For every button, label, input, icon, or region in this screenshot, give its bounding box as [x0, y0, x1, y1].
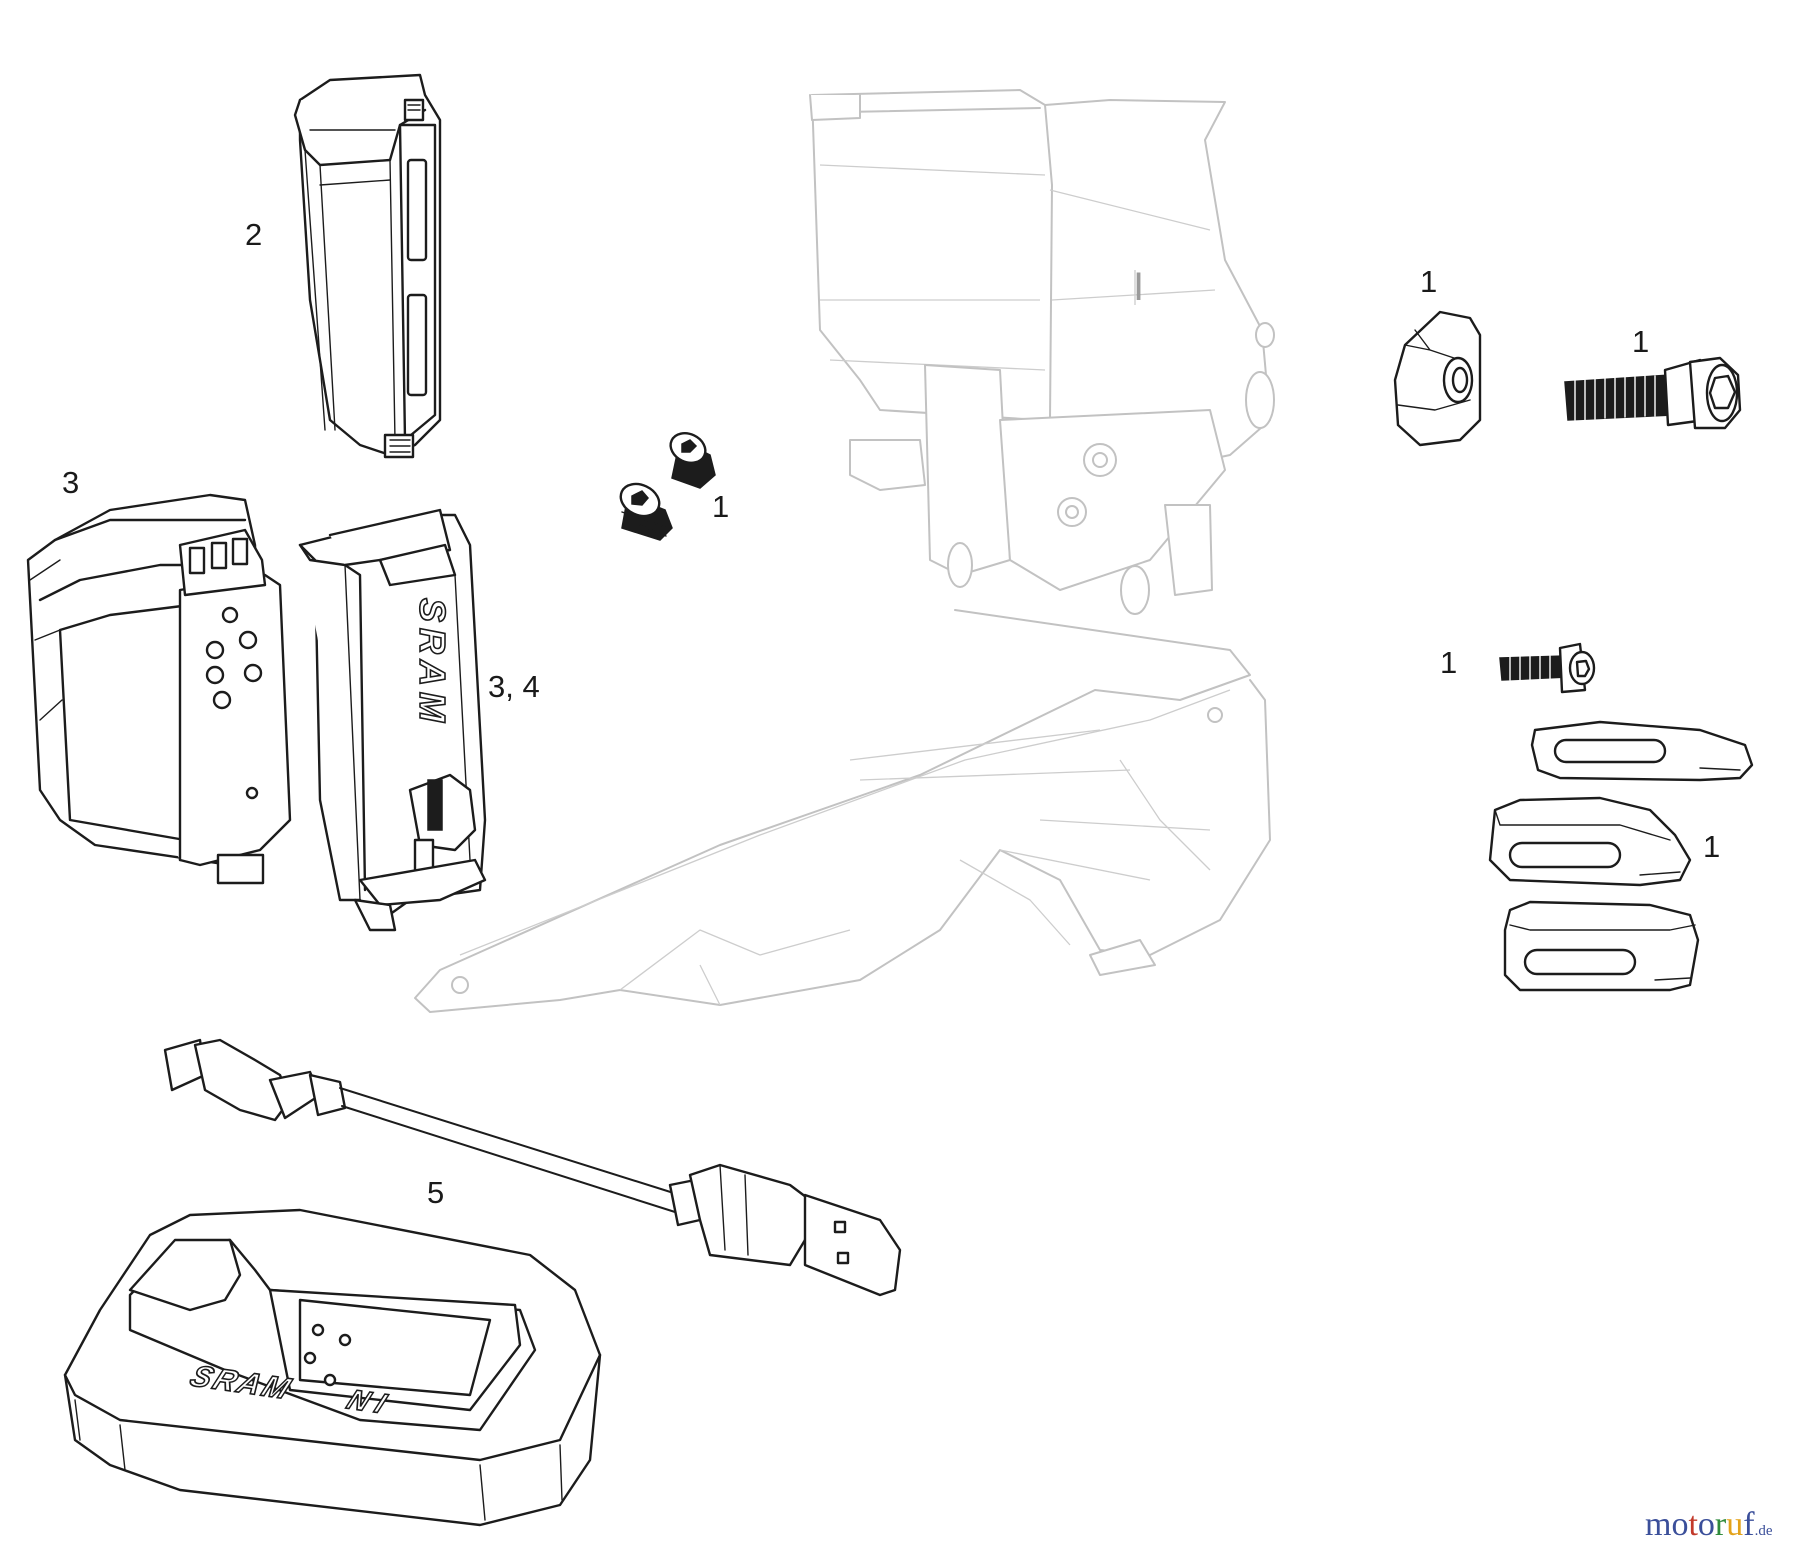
callout-washer: 1: [1420, 264, 1437, 299]
callout-battery-cover: 2: [245, 217, 262, 252]
callout-battery: 3: [62, 465, 79, 500]
watermark-letter: m: [1645, 1506, 1671, 1543]
callout-shims: 1: [1703, 829, 1720, 864]
charger-part: SRAM NI: [63, 1208, 602, 1527]
washer-part: [1393, 310, 1482, 447]
watermark-letter: r: [1715, 1506, 1727, 1543]
watermark-text: motoruf.de: [1645, 1506, 1773, 1543]
usb-cable-part: [163, 1038, 902, 1297]
watermark-letter: u: [1726, 1506, 1743, 1543]
motoruf-watermark: motoruf.de: [1645, 1506, 1773, 1543]
watermark-suffix: .de: [1755, 1523, 1773, 1539]
callout-grub-screws: 1: [712, 489, 729, 524]
callout-battery-clip: 3, 4: [488, 669, 540, 704]
front-derailleur-ghost: I: [414, 89, 1275, 1013]
derailleur-part-mark: I: [1133, 265, 1144, 309]
callout-small-bolt: 1: [1440, 645, 1457, 680]
callout-bolt: 1: [1632, 324, 1649, 359]
callout-charger: 5: [427, 1175, 444, 1210]
shims-part: [1488, 720, 1754, 992]
watermark-letter: o: [1671, 1506, 1688, 1543]
small-bolt-part: [1499, 642, 1596, 694]
bolt-part: [1564, 356, 1742, 430]
watermark-letter: o: [1698, 1506, 1715, 1543]
clip-sram-logo: SRAM: [412, 598, 453, 728]
grub-screws-part: [619, 432, 716, 541]
watermark-letter: t: [1688, 1506, 1698, 1543]
battery-clip-part: SRAM: [298, 508, 487, 932]
battery-cover-part: [293, 73, 442, 459]
watermark-letter: f: [1743, 1506, 1755, 1543]
battery-part: [26, 493, 292, 885]
charger-model-mark: NI: [342, 1385, 398, 1421]
